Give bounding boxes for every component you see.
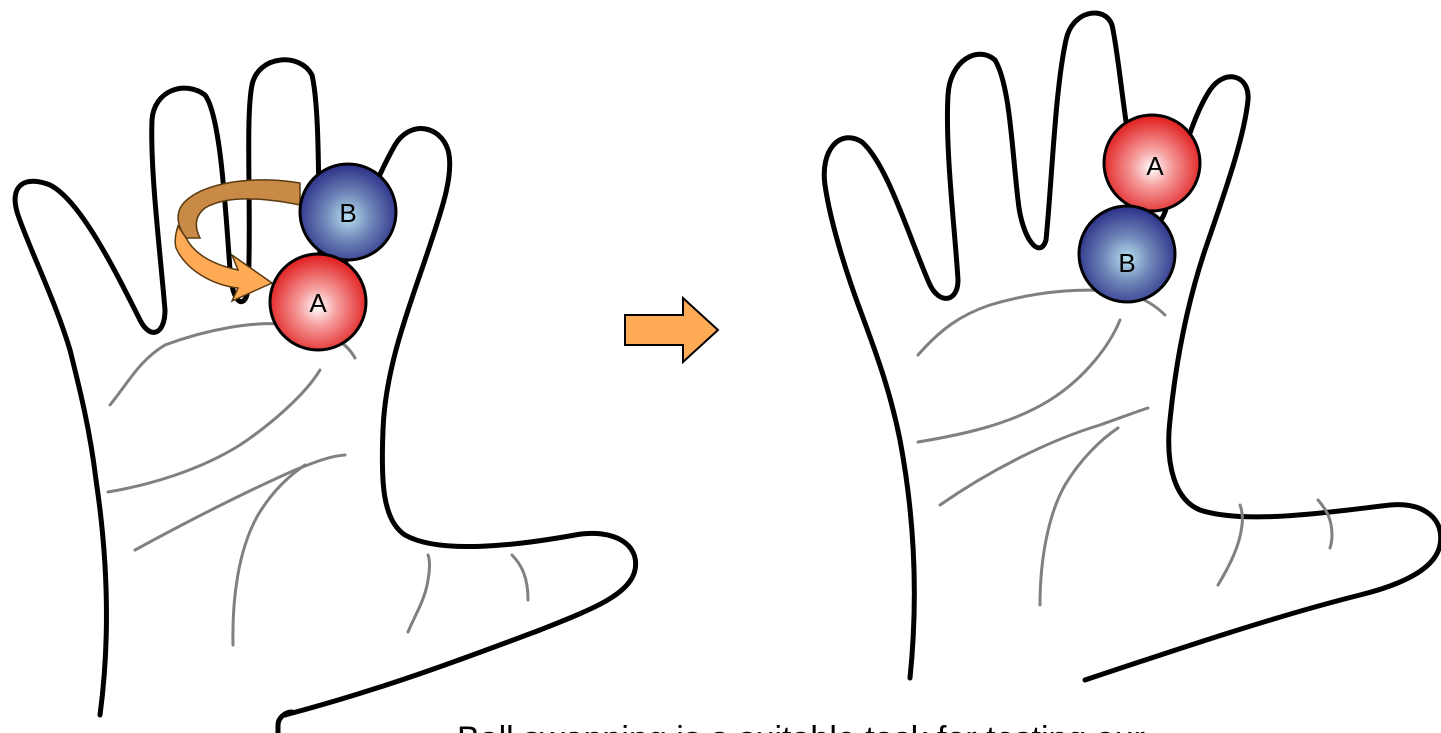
caption-box: Ball swapping is a suitable task for tes…	[278, 712, 1145, 733]
right-hand-outline	[824, 13, 1441, 680]
right-hand: A B	[824, 13, 1441, 680]
ball-a-left: A	[270, 254, 366, 350]
ball-b-right: B	[1079, 206, 1175, 302]
caption-text: Ball swapping is a suitable task for tes…	[457, 720, 1145, 733]
left-hand-outline	[15, 60, 636, 715]
ball-b-label: B	[339, 198, 356, 228]
ball-a-label: A	[309, 288, 327, 318]
left-hand: B A	[15, 60, 636, 715]
ball-a-right: A	[1104, 115, 1200, 211]
ball-b-left: B	[300, 164, 396, 260]
ball-a-label: A	[1146, 151, 1164, 181]
transition-arrow	[625, 298, 718, 362]
ball-b-label: B	[1118, 248, 1135, 278]
